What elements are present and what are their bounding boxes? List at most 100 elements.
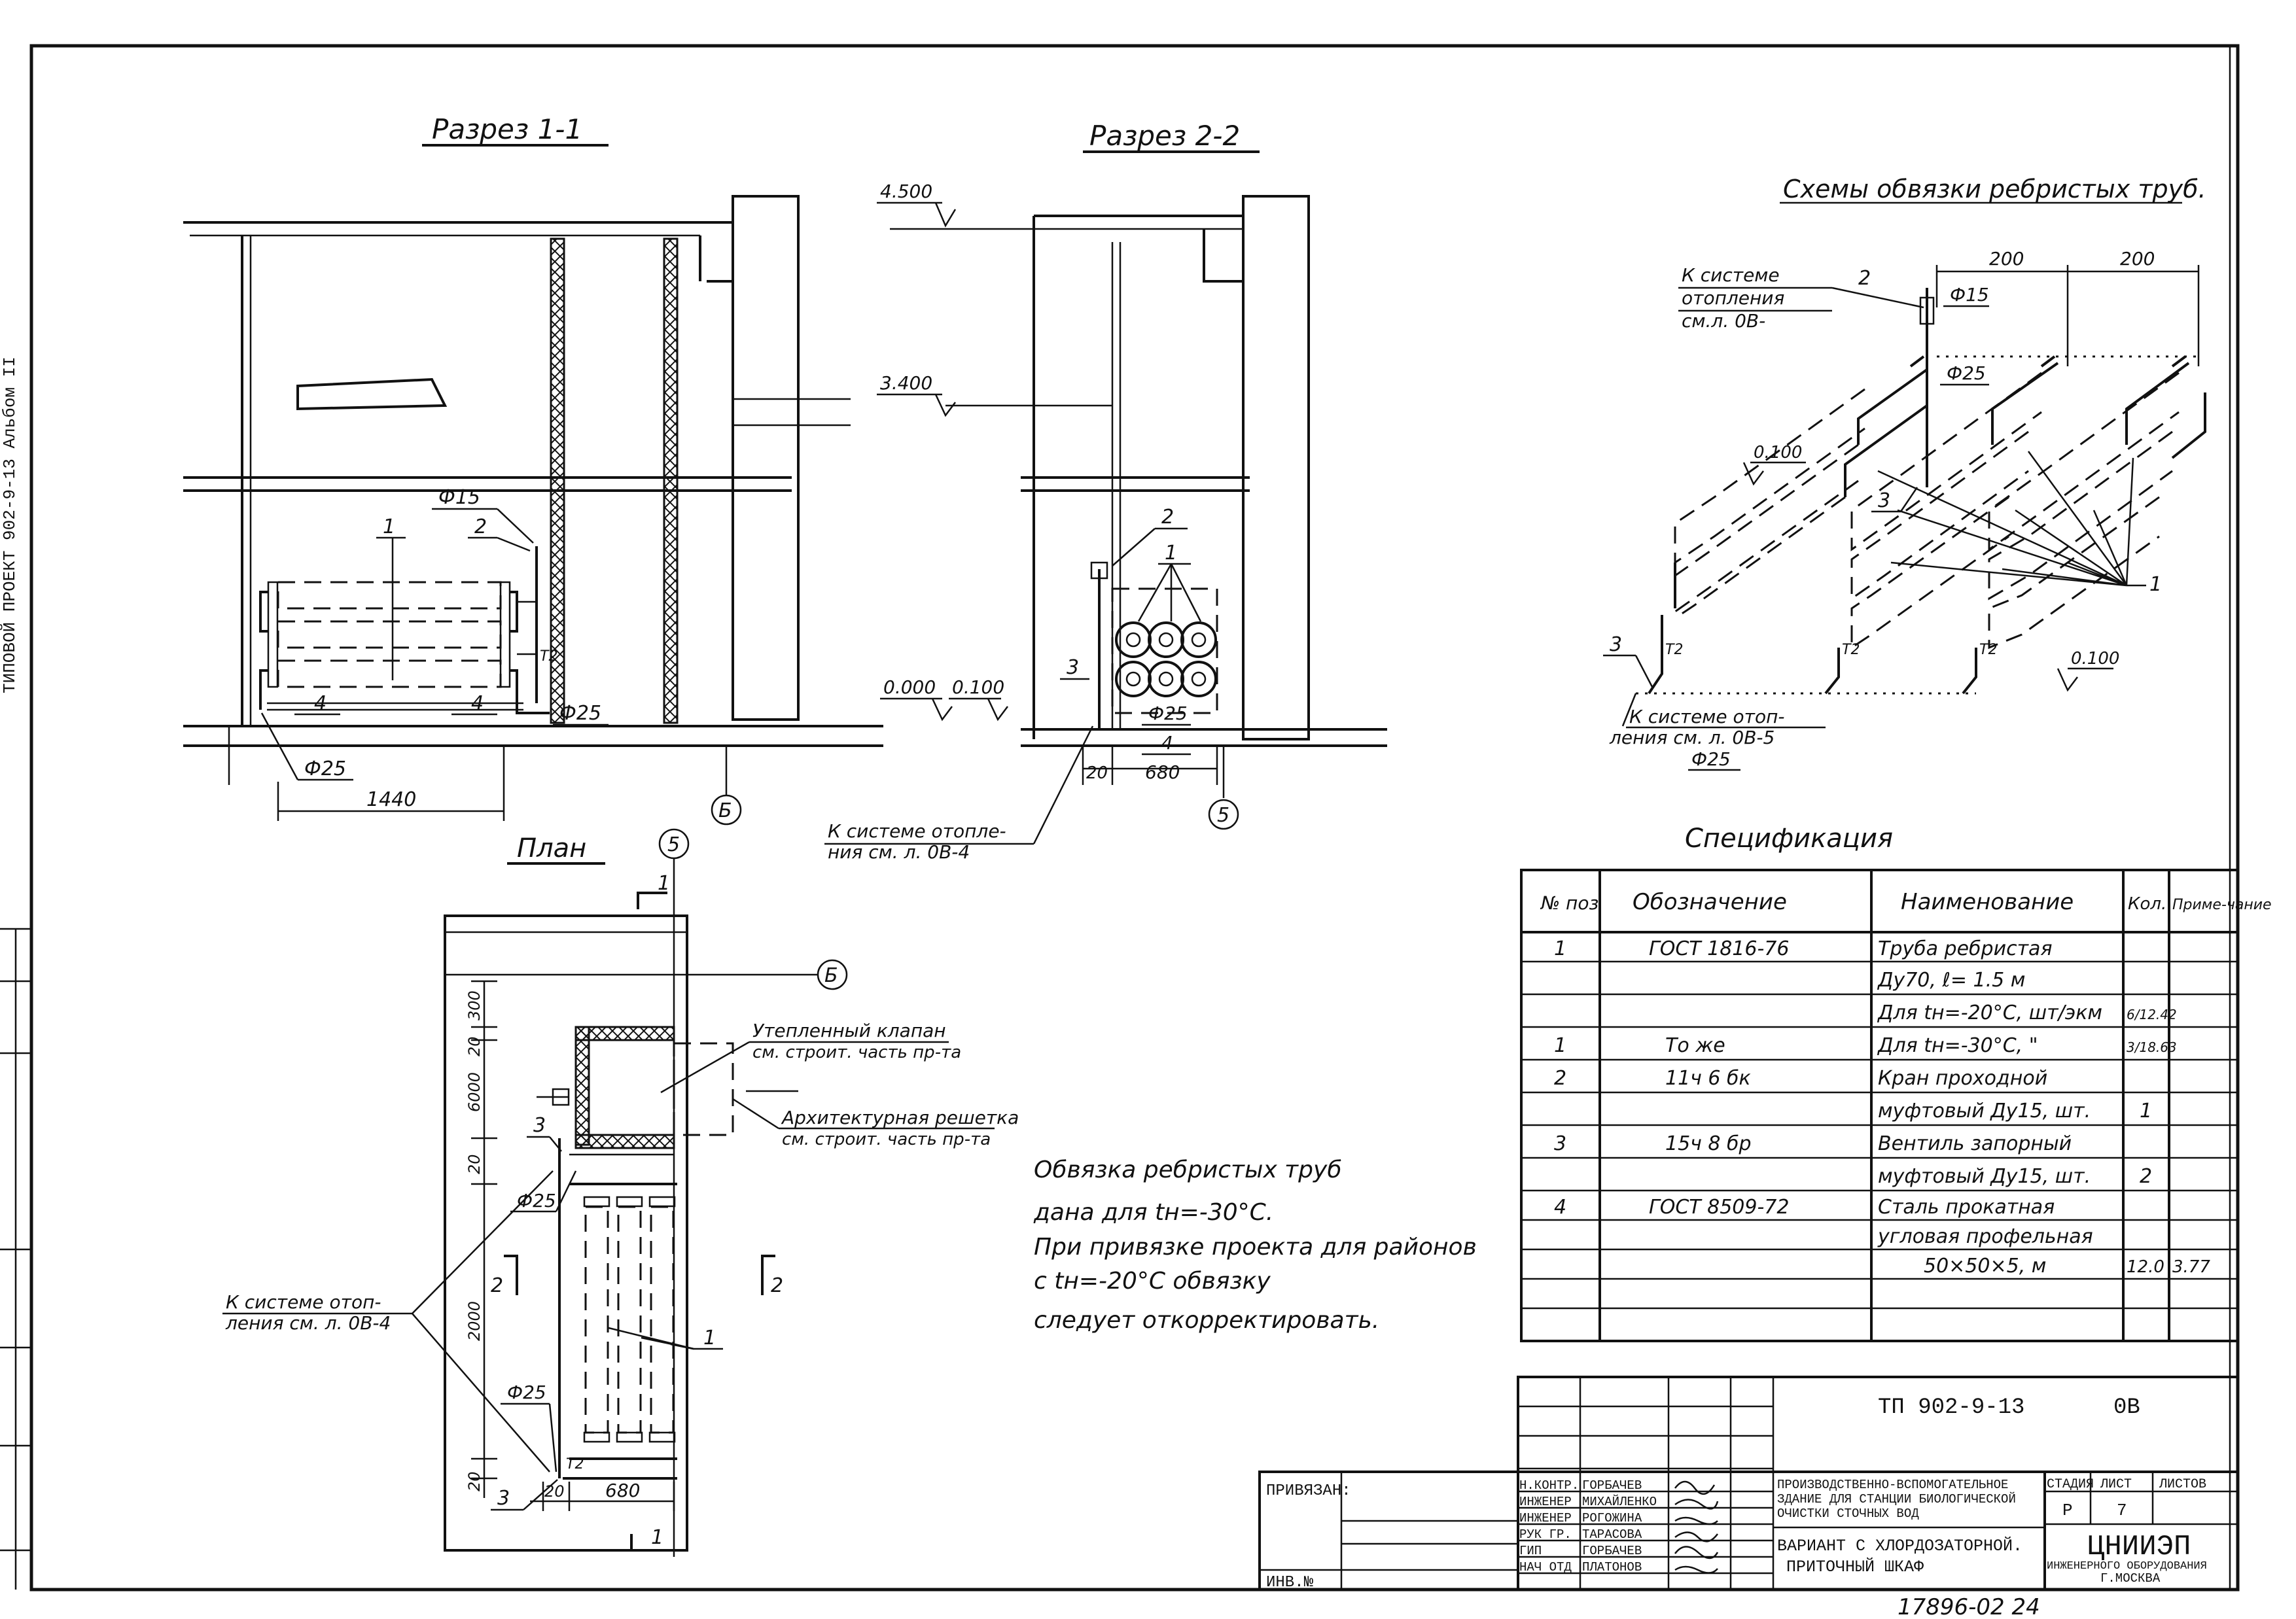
- stamp-doc-code: ТП 902-9-13: [1878, 1395, 2024, 1420]
- spec-cell-pos: 2: [1554, 1067, 1566, 1090]
- stamp-project-3: ОЧИСТКИ СТОЧНЫХ ВОД: [1777, 1506, 1919, 1521]
- spec-cell-qty: 12.0: [2127, 1257, 2164, 1277]
- s2-level-4500: 4.500: [880, 181, 932, 202]
- plan-heat-2: ления см. л. 0В-4: [225, 1312, 391, 1334]
- note-line-5: следует откорректировать.: [1034, 1307, 1379, 1334]
- stamp-person: ПЛАТОНОВ: [1582, 1560, 1642, 1575]
- spec-row: муфтовый Ду15, шт. 1: [1878, 1100, 2152, 1123]
- stamp-variant-1: ВАРИАНТ С ХЛОРДОЗАТОРНОЙ.: [1777, 1536, 2022, 1556]
- s2-axis-5: 5: [1217, 804, 1229, 827]
- plan-dim-2000: 2000: [465, 1301, 484, 1341]
- scheme-label-3a: 3: [1878, 489, 1890, 512]
- spec-header-code: Обозначение: [1633, 889, 1787, 915]
- plan-label-3a: 3: [533, 1114, 546, 1137]
- plan-cut2-left: 2: [491, 1274, 503, 1297]
- plan-dim-680: 680: [605, 1480, 640, 1501]
- plan-valve-1: Утепленный клапан: [752, 1020, 946, 1041]
- stamp-sheet: 7: [2117, 1501, 2127, 1520]
- spec-cell-name: Для tн=-30°С, ": [1877, 1034, 2038, 1057]
- stamp-role: Н.КОНТР.: [1519, 1478, 1579, 1493]
- s1-label-d15: Ф15: [438, 486, 480, 509]
- note-line-4: с tн=-20°С обвязку: [1034, 1268, 1271, 1295]
- s1-label-d25b: Ф25: [559, 702, 601, 725]
- plan-dim-300: 300: [465, 990, 484, 1020]
- spec-cell-code: То же: [1665, 1034, 1725, 1057]
- s2-level-0000: 0.000: [883, 676, 936, 698]
- scheme-label-2: 2: [1858, 267, 1871, 290]
- s2-label-d25: Ф25: [1148, 703, 1188, 724]
- scheme-title: Схемы обвязки ребристых труб.: [1783, 175, 2206, 203]
- spec-title: Спецификация: [1685, 824, 1893, 854]
- s2-label-3: 3: [1067, 656, 1079, 679]
- scheme-to-heat-2: отопления: [1682, 287, 1784, 309]
- stamp-project-1: ПРОИЗВОДСТВЕННО-ВСПОМОГАТЕЛЬНОЕ: [1777, 1478, 2008, 1492]
- s2-dim-20: 20: [1086, 763, 1108, 783]
- spec-cell-pos: 1: [1554, 937, 1566, 960]
- plan-dim-20a: 20: [465, 1036, 484, 1056]
- s1-dim-1440: 1440: [366, 788, 416, 811]
- spec-cell-code: ГОСТ 1816-76: [1649, 937, 1789, 960]
- plan-dim-20c: 20: [465, 1471, 484, 1491]
- plan-label-1: 1: [703, 1327, 716, 1349]
- stamp-inv: ИНВ.№: [1266, 1574, 1314, 1592]
- stamp-privyazan: ПРИВЯЗАН:: [1266, 1482, 1351, 1500]
- s1-axis-b: Б: [718, 799, 732, 822]
- plan-label-t2: T2: [566, 1456, 584, 1472]
- s1-label-4a: 4: [314, 692, 327, 715]
- spec-row: 3 15ч 8 бр Вентиль запорный: [1554, 1132, 2072, 1155]
- note-line-1: Обвязка ребристых труб: [1034, 1157, 1342, 1183]
- plan-dim-20b: 20: [465, 1154, 484, 1174]
- spec-cell-qty: 2: [2140, 1165, 2152, 1188]
- note-line-3: При привязке проекта для районов: [1034, 1234, 1477, 1261]
- spec-row: угловая профельная: [1877, 1225, 2093, 1248]
- spec-row: Ду70, ℓ= 1.5 м: [1877, 969, 2025, 992]
- spec-header-name: Наименование: [1901, 889, 2074, 915]
- scheme-bottom-2: ления см. л. 0В-5: [1609, 727, 1775, 748]
- plan-axis-5: 5: [667, 833, 680, 856]
- spec-cell-qty: 6/12.42: [2127, 1007, 2177, 1022]
- spec-cell-name: Кран проходной: [1878, 1067, 2047, 1090]
- s1-label-4b: 4: [471, 692, 484, 715]
- spec-cell-name: Вентиль запорный: [1878, 1132, 2072, 1155]
- stamp-role: НАЧ ОТД: [1519, 1560, 1572, 1575]
- stamp-org-1: ЦНИИЭП: [2087, 1531, 2191, 1563]
- notes-block: Обвязка ребристых труб дана для tн=-30°С…: [1033, 1157, 1477, 1334]
- plan-grille-1: Архитектурная решетка: [781, 1107, 1019, 1128]
- spec-cell-code: ГОСТ 8509-72: [1649, 1196, 1789, 1219]
- plan-cut1-top: 1: [658, 872, 670, 895]
- spec-cell-name: угловая профельная: [1877, 1225, 2093, 1248]
- spec-row: 1 То же Для tн=-30°С, " 3/18.63: [1554, 1034, 2177, 1057]
- spec-header-qty: Кол.: [2128, 894, 2166, 914]
- spec-cell-qty: 3/18.63: [2127, 1039, 2177, 1055]
- scheme-bottom-1: К системе отоп-: [1629, 706, 1785, 727]
- plan-cut1-bot: 1: [651, 1526, 663, 1549]
- scheme-to-heat-1: К системе: [1682, 264, 1780, 286]
- pipe-scheme: Схемы обвязки ребристых труб. 200 200: [1603, 175, 2206, 771]
- spec-cell-code: 11ч 6 бк: [1665, 1067, 1751, 1090]
- spec-table: Спецификация № поз Обозначение Наименова…: [1520, 824, 2272, 1342]
- s2-level-0100: 0.100: [952, 676, 1004, 698]
- stamp-person: ТАРАСОВА: [1582, 1527, 1642, 1542]
- stamp-sheet-header: ЛИСТ: [2100, 1477, 2132, 1492]
- spec-cell-qty: 1: [2140, 1100, 2152, 1123]
- scheme-t2a: T2: [1665, 642, 1683, 658]
- signature-marks: [1674, 1480, 1719, 1574]
- plan-dim-20d: 20: [544, 1482, 565, 1501]
- stamp-archive: 17896-02 24: [1898, 1594, 2040, 1619]
- spec-cell-name: Труба ребристая: [1878, 937, 2052, 960]
- spec-cell-name: муфтовый Ду15, шт.: [1878, 1165, 2091, 1188]
- stamp-org-2: ИНЖЕНЕРНОГО ОБОРУДОВАНИЯ: [2047, 1560, 2207, 1573]
- section-1-1: Разрез 1-1 Ф15: [183, 113, 883, 826]
- section-2-title: Разрез 2-2: [1089, 120, 1240, 152]
- stamp-person: ГОРБАЧЕВ: [1582, 1544, 1642, 1558]
- note-line-2: дана для tн=-30°С.: [1033, 1199, 1273, 1226]
- spec-cell-pos: 3: [1554, 1132, 1566, 1155]
- scheme-t2c: T2: [1979, 642, 1997, 658]
- s2-level-3400: 3.400: [880, 372, 932, 394]
- stamp-person: МИХАЙЛЕНКО: [1582, 1495, 1657, 1509]
- s2-label-4: 4: [1161, 732, 1173, 754]
- s1-label-1: 1: [383, 515, 395, 538]
- spec-cell-name: Ду70, ℓ= 1.5 м: [1877, 969, 2025, 992]
- sheet-frame: [0, 44, 2240, 1592]
